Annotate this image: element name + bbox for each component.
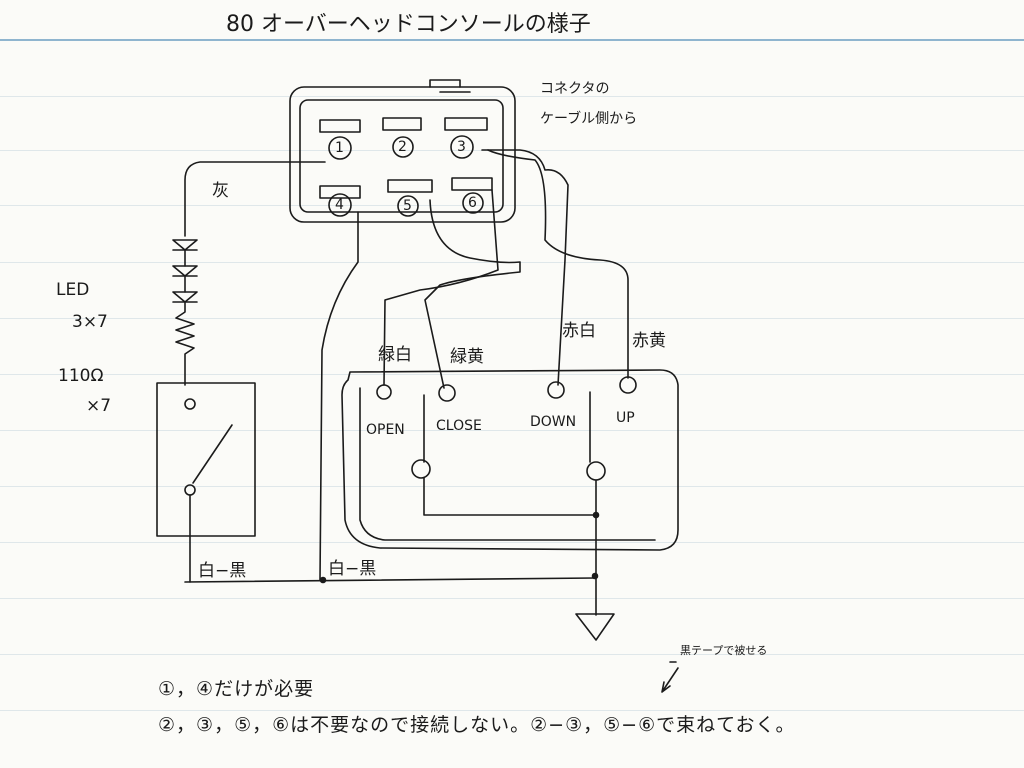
door-switch: [156, 382, 256, 583]
terminal-label-up: UP: [616, 410, 635, 426]
notebook-header-rule: [0, 39, 1024, 41]
wire-label-ground: 灰: [212, 181, 229, 201]
connector-pin-2: [382, 117, 422, 158]
terminal-label-down: DOWN: [530, 414, 577, 430]
tape-note: 黒テープで被せる: [680, 644, 768, 657]
notebook-rule: [0, 710, 1024, 711]
common-bus-line: [423, 477, 597, 616]
notebook-rule: [0, 486, 1024, 487]
terminal-down: [547, 381, 565, 399]
terminal-open: [376, 384, 392, 400]
common-contact-right: [586, 461, 606, 481]
note-arrow: [661, 667, 679, 693]
wire-label-white-black-right: 白−黒: [328, 559, 377, 579]
wire-label-red-white: 赤白: [562, 321, 596, 341]
pin-number-4: 4: [335, 197, 344, 213]
notebook-rule: [0, 374, 1024, 375]
connector-pin-5: [387, 179, 433, 217]
led-chain: [172, 239, 198, 303]
connector-caption-line2: ケーブル側から: [540, 111, 638, 127]
connector-pin-3: [444, 117, 488, 159]
wire-pin1-to-led: [184, 161, 326, 237]
wire-pin4-white-black: [319, 211, 359, 581]
wire-label-green-white: 緑白: [378, 345, 412, 365]
notebook-rule: [0, 654, 1024, 655]
control-panel: [341, 369, 679, 551]
resistor-zigzag: [175, 301, 195, 386]
led-count-label: 3×7: [72, 312, 108, 332]
connector-caption-line1: コネクタの: [540, 81, 610, 97]
connector-housing: [289, 79, 516, 223]
note-line-2: ②，③，⑤，⑥は不要なので接続しない。②−③，⑤−⑥で束ねておく。: [158, 714, 796, 736]
terminal-up: [619, 376, 637, 394]
ground-symbol: [575, 613, 615, 641]
notebook-rule: [0, 542, 1024, 543]
page-title: 80 オーバーヘッドコンソールの様子: [226, 12, 591, 37]
wire-label-green-yellow: 緑黄: [450, 347, 484, 367]
wire-red-yellow: [487, 149, 629, 379]
resistor-count-label: ×7: [86, 396, 112, 416]
notebook-rule: [0, 598, 1024, 599]
note-line-1: ①，④だけが必要: [158, 678, 315, 700]
connector-pin-4: [319, 185, 361, 217]
pin-number-5: 5: [403, 198, 412, 214]
resistor-label: 110Ω: [58, 366, 104, 386]
junction-dot: [592, 511, 600, 519]
pin-number-2: 2: [398, 139, 407, 155]
connector-pin-6: [451, 177, 493, 214]
terminal-label-close: CLOSE: [436, 418, 482, 434]
pin-number-6: 6: [468, 195, 477, 211]
pin-number-1: 1: [335, 140, 344, 156]
ground-bus-line: [184, 577, 596, 583]
wire-label-white-black-left: 白−黒: [198, 561, 247, 581]
led-label: LED: [56, 280, 90, 300]
common-contact-left: [411, 459, 431, 479]
junction-dot: [319, 576, 327, 584]
terminal-close: [438, 384, 456, 402]
notebook-rule: [0, 318, 1024, 319]
wire-red-white: [481, 149, 569, 386]
notebook-rule: [0, 96, 1024, 97]
wire-green-yellow: [424, 199, 521, 389]
notebook-rule: [0, 205, 1024, 206]
wire-green-white: [383, 189, 499, 386]
connector-pin-1: [319, 119, 361, 160]
notebook-rule: [0, 430, 1024, 431]
terminal-label-open: OPEN: [366, 422, 405, 438]
pin-number-3: 3: [457, 139, 466, 155]
wire-label-red-yellow: 赤黄: [632, 331, 666, 351]
